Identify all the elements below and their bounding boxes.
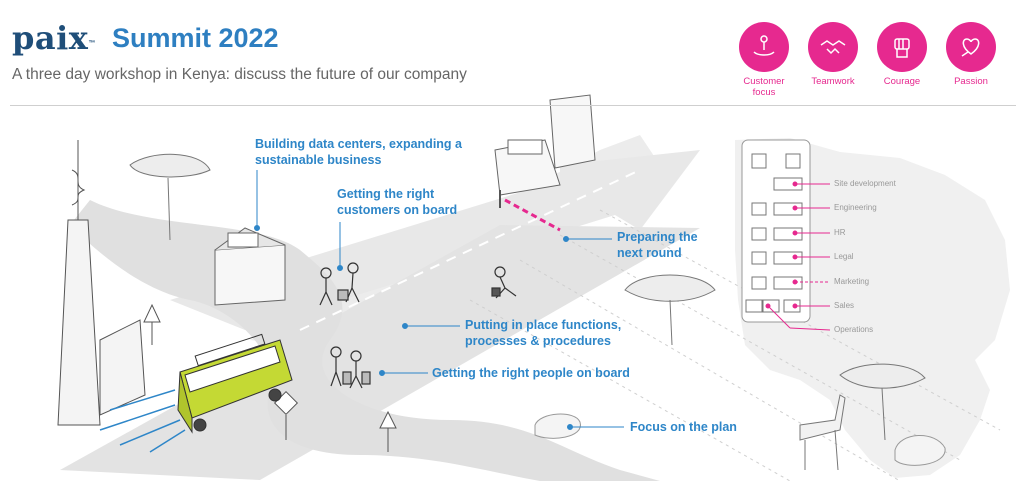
value-label: Customer focus	[743, 76, 785, 98]
speed-lines	[99, 389, 186, 453]
org-label-hr: HR	[834, 228, 846, 237]
org-label-marketing: Marketing	[834, 277, 870, 286]
page-subtitle: A three day workshop in Kenya: discuss t…	[12, 66, 467, 83]
buildings-right	[494, 94, 596, 196]
road-center-line	[299, 169, 641, 331]
value-label: Passion	[954, 76, 988, 87]
paix-logo: paix™	[12, 20, 96, 56]
fist-icon	[877, 22, 927, 72]
value-label: Courage	[883, 76, 921, 87]
header-divider	[10, 105, 1016, 106]
building-small	[214, 227, 286, 306]
org-label-engineering: Engineering	[834, 203, 877, 212]
bus	[177, 333, 293, 434]
tower	[57, 140, 146, 426]
rock-right	[894, 435, 946, 466]
org-label-sales: Sales	[834, 301, 855, 310]
heart-hand-icon	[946, 22, 996, 72]
value-customer-focus: Customer focus	[734, 22, 794, 98]
callout-people: Getting the right people on board	[432, 366, 630, 380]
value-courage: Courage	[872, 22, 932, 87]
tree-right	[624, 274, 926, 441]
dashed-lines	[469, 209, 1001, 481]
page-title: Summit 2022	[112, 23, 279, 53]
people-team	[330, 346, 371, 389]
people-customers	[319, 262, 360, 306]
handshake-icon	[808, 22, 858, 72]
org-chart-connectors	[765, 181, 831, 331]
rock	[534, 413, 581, 439]
callout-plan: Focus on the plan	[630, 420, 737, 434]
tree-left	[129, 153, 211, 241]
hand-person-icon	[739, 22, 789, 72]
value-label: Teamwork	[811, 76, 855, 87]
giraffe	[799, 394, 846, 471]
value-passion: Passion	[941, 22, 1001, 87]
callout-next-round: Preparing the next round	[617, 230, 698, 260]
callout-leaders	[254, 170, 624, 430]
callout-data-centers: Building data centers, expanding a susta…	[255, 137, 462, 167]
callout-customers: Getting the right customers on board	[337, 187, 458, 217]
barrier	[499, 190, 561, 232]
callout-functions: Putting in place functions, processes & …	[465, 318, 622, 348]
logo-text: paix	[12, 19, 89, 57]
org-label-legal: Legal	[834, 252, 854, 261]
org-label-operations: Operations	[834, 325, 874, 334]
person-runner	[491, 266, 517, 299]
org-label-site-development: Site development	[834, 179, 896, 188]
trademark-symbol: ™	[88, 40, 96, 47]
road-lower	[60, 225, 700, 480]
value-teamwork: Teamwork	[803, 22, 863, 87]
